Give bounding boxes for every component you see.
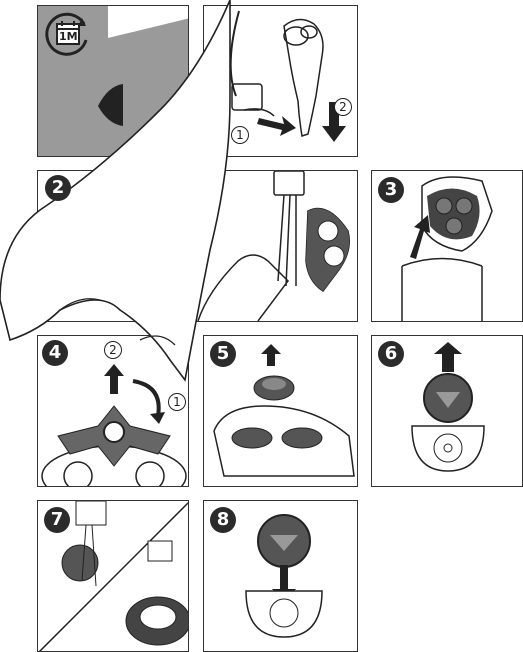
panel-step-7: 7 (37, 500, 189, 652)
panel-unplug: 1 2 (203, 5, 358, 157)
sub-step-1-badge: 1 (168, 393, 186, 411)
panel-step-8: 8 (203, 500, 358, 652)
step-5-badge: 5 (210, 341, 236, 367)
panel-step-2: 2 (37, 170, 358, 322)
step-4-badge: 4 (42, 340, 68, 366)
rinse-head-illustration (38, 171, 358, 322)
step-2-badge: 2 (45, 175, 71, 201)
panel-monthly: 1M (37, 5, 189, 157)
step-6-badge: 6 (378, 341, 404, 367)
panel-step-3: 3 (371, 170, 523, 322)
panel-step-5: 5 (203, 335, 358, 487)
sub-step-2-badge: 2 (104, 341, 122, 359)
sub-step-2-badge: 2 (334, 98, 352, 116)
calendar-label: 1M (59, 30, 78, 43)
panel-step-4: 4 2 1 (37, 335, 189, 487)
step-8-badge: 8 (210, 507, 236, 533)
unplug-illustration (204, 6, 358, 157)
sub-step-1-badge: 1 (231, 126, 249, 144)
panel-step-6: 6 (371, 335, 523, 487)
step-3-badge: 3 (378, 177, 404, 203)
step-7-badge: 7 (44, 507, 70, 533)
